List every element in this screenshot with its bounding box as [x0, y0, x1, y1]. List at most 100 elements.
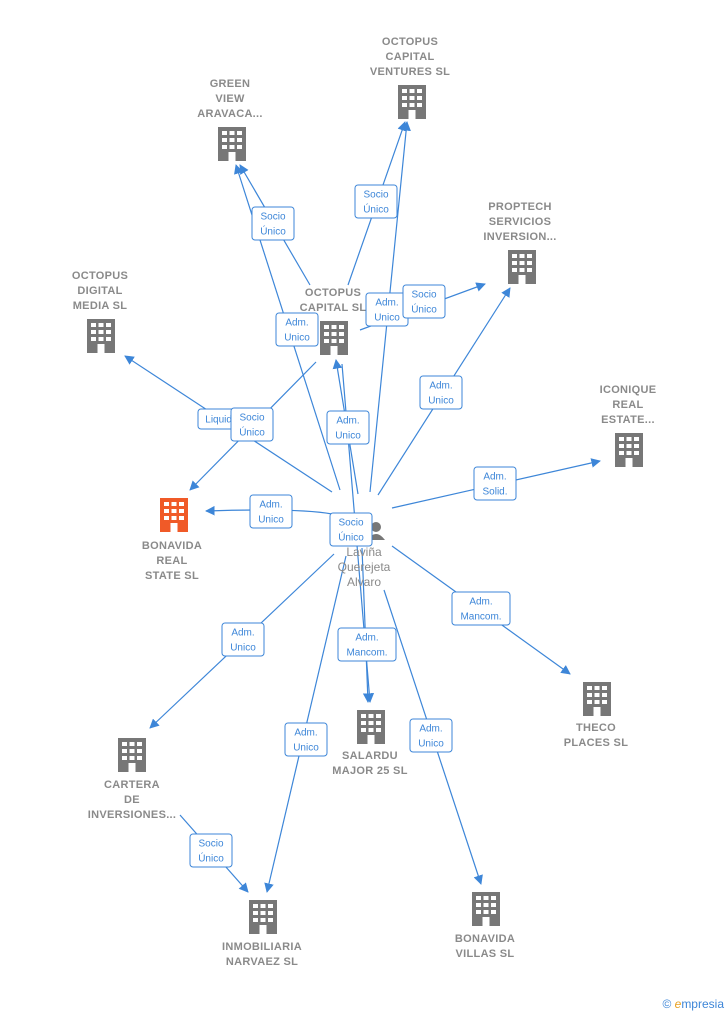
edge-label-box	[473, 466, 517, 501]
building-icon	[357, 710, 385, 744]
edge-label-box	[230, 407, 274, 442]
company-node-theco[interactable]: THECO PLACES SL	[564, 682, 628, 749]
edge-label-proptech2[interactable]: Adm.Unico	[419, 375, 463, 410]
company-name-line: DE	[124, 794, 140, 806]
copyright-footer: © empresia	[662, 997, 724, 1011]
building-icon	[160, 498, 188, 532]
edge-label-text: Socio	[338, 518, 363, 529]
company-name-line: BONAVIDA	[455, 933, 515, 945]
company-node-cartera[interactable]: CARTERA DE INVERSIONES...	[88, 738, 177, 821]
edge-label-octocapsl2[interactable]: Adm. Unico	[326, 410, 370, 445]
edge-label-text: Socio	[363, 190, 388, 201]
edge-label-text: Mancom.	[460, 612, 501, 623]
company-name-line: REAL	[612, 399, 643, 411]
person-name-line: Querejeta	[338, 560, 391, 574]
company-name-line: GREEN	[210, 78, 251, 90]
company-name-line: OCTOPUS	[382, 36, 438, 48]
edge-label-green2[interactable]: Adm. Unico	[275, 312, 319, 347]
edge-label-text: Adm.	[336, 416, 359, 427]
edge-label-text: Unico	[293, 743, 319, 754]
building-icon	[87, 319, 115, 353]
company-node-green[interactable]: GREENVIEWARAVACA...	[197, 78, 263, 161]
company-name-line: THECO	[576, 722, 616, 734]
edge-label-text: Unico	[284, 333, 310, 344]
edge-label-text: Socio	[260, 212, 285, 223]
edge-label-text: Adm.	[375, 298, 398, 309]
company-name-line: STATE SL	[145, 570, 199, 582]
building-icon	[118, 738, 146, 772]
company-node-iconique[interactable]: ICONIQUE REAL ESTATE...	[600, 384, 657, 467]
edge-label-cartera[interactable]: Adm.Unico	[221, 622, 265, 657]
edge-label-box	[275, 312, 319, 347]
edge-label-box	[329, 512, 373, 547]
edge-label-box	[337, 627, 397, 662]
edge-label-text: Unico	[258, 515, 284, 526]
edge-label-box	[354, 184, 398, 219]
edge-label-theco[interactable]: Adm. Mancom.	[451, 591, 511, 626]
edge-label-inmob1[interactable]: Adm. Unico	[284, 722, 328, 757]
company-name-line: MEDIA SL	[73, 300, 128, 312]
edge-label-text: Unico	[428, 396, 454, 407]
company-name-line: REAL	[156, 555, 187, 567]
edge-label-text: Adm.	[231, 628, 254, 639]
company-name-line: DIGITAL	[77, 285, 122, 297]
edge-label-text: Adm.	[259, 500, 282, 511]
building-icon	[218, 127, 246, 161]
company-name-line: INVERSION...	[483, 231, 556, 243]
edge-label-text: Único	[338, 531, 364, 544]
company-name-line: SALARDU	[342, 750, 398, 762]
edge-label-box	[419, 375, 463, 410]
edge-label-box	[189, 833, 233, 868]
edge-label-text: Único	[363, 203, 389, 216]
edge-label-iconique[interactable]: Adm.Solid.	[473, 466, 517, 501]
edge-label-text: Adm.	[294, 728, 317, 739]
edge-label-box	[284, 722, 328, 757]
edge-label-text: Adm.	[469, 597, 492, 608]
edge-label-text: Adm.	[285, 318, 308, 329]
edge-label-text: Solid.	[482, 487, 507, 498]
edge-label-box	[249, 494, 293, 529]
company-node-bonavida[interactable]: BONAVIDA REAL STATE SL	[142, 498, 202, 582]
brand-name: mpresia	[681, 997, 724, 1011]
company-name-line: INVERSIONES...	[88, 809, 177, 821]
edge-label-box	[251, 206, 295, 241]
edge-salardu-1	[361, 547, 373, 703]
copyright-symbol: ©	[662, 997, 672, 1011]
edge-label-text: Unico	[335, 431, 361, 442]
edge-label-box	[402, 284, 446, 319]
company-name-line: ICONIQUE	[600, 384, 657, 396]
person-icon-head	[371, 522, 381, 532]
edge-label-salardu[interactable]: Adm.Mancom.	[337, 627, 397, 662]
edge-label-text: Unico	[418, 739, 444, 750]
company-name-line: PLACES SL	[564, 737, 628, 749]
company-name-line: CAPITAL SL	[300, 302, 367, 314]
edge-label-text: Liquid.	[205, 415, 234, 426]
edge-label-bonavida[interactable]: Adm. Unico	[249, 494, 293, 529]
company-node-proptech[interactable]: PROPTECHSERVICIOSINVERSION...	[483, 201, 556, 284]
edge-label-text: Adm.	[419, 724, 442, 735]
edge-label-text: Único	[411, 303, 437, 316]
building-icon	[583, 682, 611, 716]
edge-label-box	[409, 718, 453, 753]
edge-label-bonvillas[interactable]: Adm. Unico	[409, 718, 453, 753]
company-name-line: BONAVIDA	[142, 540, 202, 552]
company-name-line: ESTATE...	[601, 414, 655, 426]
edge-label-text: Adm.	[355, 633, 378, 644]
edge-label-octocap2[interactable]: Adm.Unico	[365, 292, 409, 327]
person-name-line: Laviña	[346, 545, 382, 559]
edge-label-text: Socio	[411, 290, 436, 301]
company-name-line: CARTERA	[104, 779, 160, 791]
